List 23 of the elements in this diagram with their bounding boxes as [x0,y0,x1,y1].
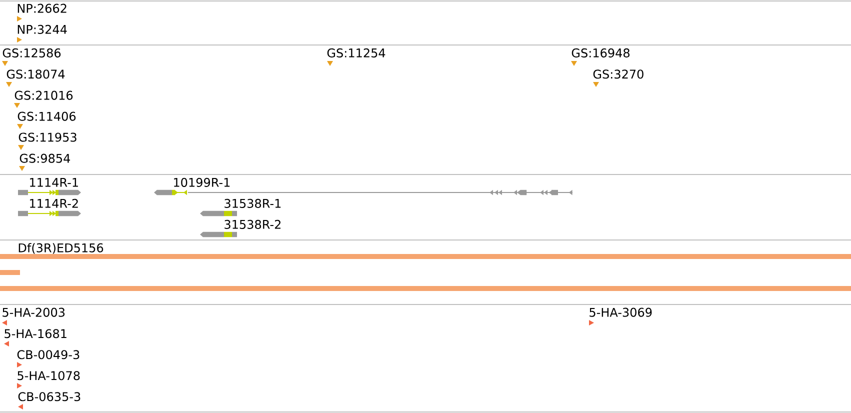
feature-label: CB-0635-3 [18,392,80,402]
feature-label: CB-0049-3 [17,350,80,360]
feature-label: 1114R-1 [30,178,78,187]
feature-label: 5-HA-2003 [2,308,65,317]
feature-label: GS:11953 [18,132,76,142]
feature-label: GS:21016 [14,90,73,100]
feature-label: 5-HA-1078 [18,371,80,380]
feature-label: 31538R-2 [224,220,280,229]
feature-label: 5-HA-1681 [4,329,66,338]
feature-label: 31538R-1 [224,198,281,208]
feature-label: GS:18074 [6,70,65,79]
feature-label: GS:9854 [20,154,70,163]
feature-label: 10199R-1 [174,178,230,187]
feature-label: NP:2662 [18,4,66,13]
feature-label: GS:11406 [18,112,76,121]
feature-label: NP:3244 [18,24,67,34]
feature-label: GS:16948 [572,48,630,58]
feature-label: Df(3R)ED5156 [18,243,104,254]
feature-label: 1114R-2 [30,198,78,208]
feature-label: GS:3270 [593,70,644,79]
feature-label: 5-HA-3069 [590,308,652,317]
feature-label: GS:11254 [327,48,386,58]
feature-label: GS:12586 [2,48,61,58]
